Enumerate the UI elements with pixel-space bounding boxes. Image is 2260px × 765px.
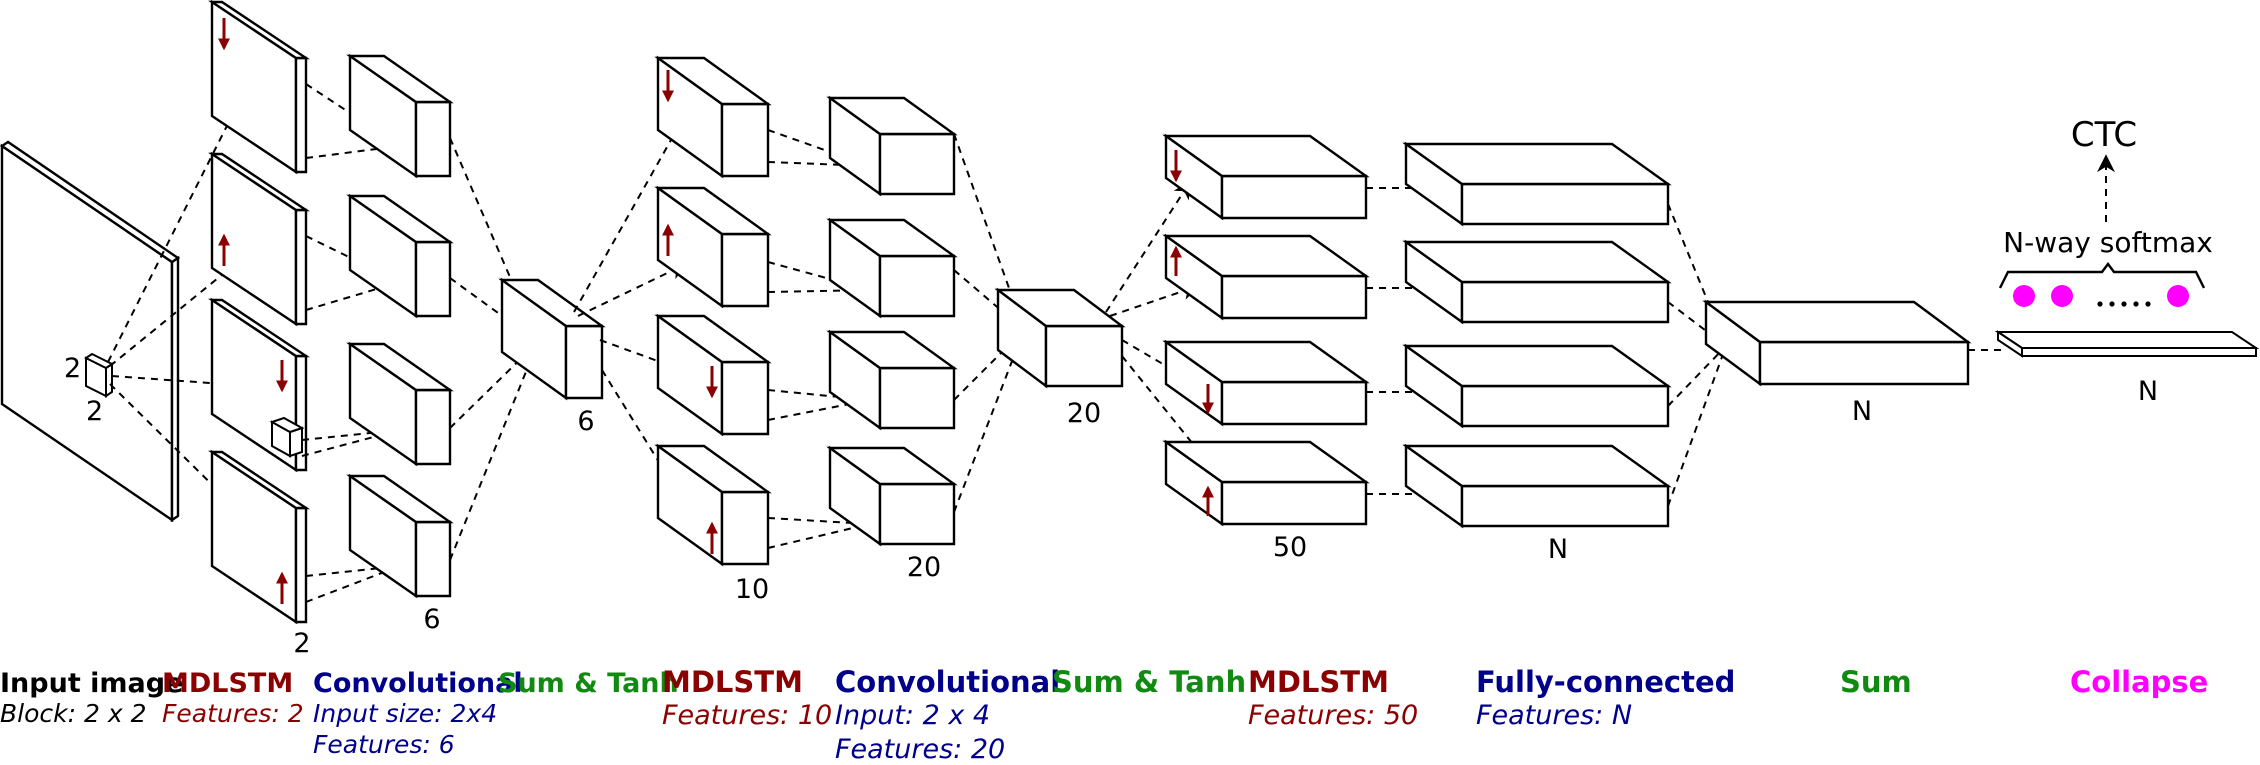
mdlstm1-slab-2 <box>208 151 310 327</box>
softmax-unit-dot <box>2167 285 2189 307</box>
legend-conv2-title: Convolutional <box>835 665 1061 699</box>
legend-mdlstm1-title: MDLSTM <box>162 668 294 699</box>
legend-sum2-title: Sum & Tanh <box>1052 665 1247 699</box>
mdlstm2-slab-3 <box>654 313 772 437</box>
mdlstm3-slab-3 <box>1162 339 1370 427</box>
softmax-units <box>2013 285 2189 307</box>
legend-collapse-title: Collapse <box>2070 665 2209 699</box>
mdlstm1-slab-4 <box>208 449 310 625</box>
mdlstm2-slab-2 <box>654 185 772 309</box>
legend-input-sub: Block: 2 x 2 <box>0 699 147 728</box>
sum2-to-mdlstm3-arrows <box>1105 180 1224 482</box>
softmax-unit-dot <box>2013 285 2035 307</box>
legend-conv1-sub1: Input size: 2x4 <box>313 699 498 728</box>
legend-mdlstm3-sub: Features: 50 <box>1248 700 1419 731</box>
sum2-box <box>994 287 1126 389</box>
collapse-slab <box>1994 330 2260 358</box>
conv1-box-3 <box>346 341 454 467</box>
mdlstm2-slab-4 <box>654 443 772 567</box>
legend-conv2-sub1: Input: 2 x 4 <box>835 700 991 731</box>
legend-mdlstm1-sub: Features: 2 <box>162 699 304 728</box>
input-block <box>84 352 114 398</box>
conv2-features-label: 20 <box>907 552 941 583</box>
legend-fc-sub: Features: N <box>1476 700 1633 731</box>
conv1-features-label: 6 <box>423 604 440 635</box>
sum1-to-mdlstm2-arrows <box>573 122 690 498</box>
conv1-box-4 <box>346 473 454 599</box>
mdlstm3-features-label: 50 <box>1273 532 1307 563</box>
mdlstm3-slab-4 <box>1162 439 1370 527</box>
sum1-box <box>498 277 606 401</box>
legend-mdlstm2-title: MDLSTM <box>662 665 803 699</box>
mdlstm1-features-label: 2 <box>293 628 310 659</box>
sum-slab <box>1702 299 1972 387</box>
fc-slab-1 <box>1402 141 1672 227</box>
conv2-box-3 <box>826 329 958 431</box>
legend-fc-title: Fully-connected <box>1476 665 1736 699</box>
fc-to-sum-lines <box>1667 203 1727 507</box>
conv2-box-1 <box>826 95 958 197</box>
input-block-w-label: 2 <box>64 353 81 384</box>
conv1-box-2 <box>346 193 454 319</box>
conv1-window <box>269 416 305 458</box>
legend-conv1-sub2: Features: 6 <box>313 730 455 759</box>
conv2-box-2 <box>826 217 958 319</box>
softmax-unit-dot <box>2051 285 2073 307</box>
legend-conv1-title: Convolutional <box>313 668 523 699</box>
softmax-label: N-way softmax <box>2003 226 2213 259</box>
mdlstm3-slab-1 <box>1162 133 1370 221</box>
collapse-features-label: N <box>2138 376 2158 407</box>
legend-sum1-title: Sum & Tanh <box>498 668 679 699</box>
legend-sum-title: Sum <box>1840 665 1912 699</box>
ctc-label: CTC <box>2071 115 2137 155</box>
mdlstm2-slab-1 <box>654 55 772 179</box>
mdlstm1-slab-1 <box>208 0 310 175</box>
mdlstm2-to-conv2-lines <box>767 129 871 549</box>
mdlstm3-slab-2 <box>1162 233 1370 321</box>
mdlstm2-features-label: 10 <box>735 574 769 605</box>
sum-features-label: N <box>1852 396 1872 427</box>
sum1-features-label: 6 <box>577 406 594 437</box>
sum2-features-label: 20 <box>1067 398 1101 429</box>
conv2-box-4 <box>826 445 958 547</box>
softmax-brace <box>1998 262 2206 289</box>
legend-conv2-sub2: Features: 20 <box>835 734 1006 765</box>
fc-slab-3 <box>1402 343 1672 429</box>
legend-input-title: Input image <box>0 668 184 699</box>
fc-slab-2 <box>1402 239 1672 325</box>
fc-slab-4 <box>1402 443 1672 529</box>
legend-mdlstm2-sub: Features: 10 <box>662 700 833 731</box>
fc-features-label: N <box>1548 534 1568 565</box>
input-image <box>0 140 181 523</box>
conv1-box-1 <box>346 53 454 179</box>
legend-mdlstm3-title: MDLSTM <box>1248 665 1389 699</box>
input-block-h-label: 2 <box>86 396 103 427</box>
